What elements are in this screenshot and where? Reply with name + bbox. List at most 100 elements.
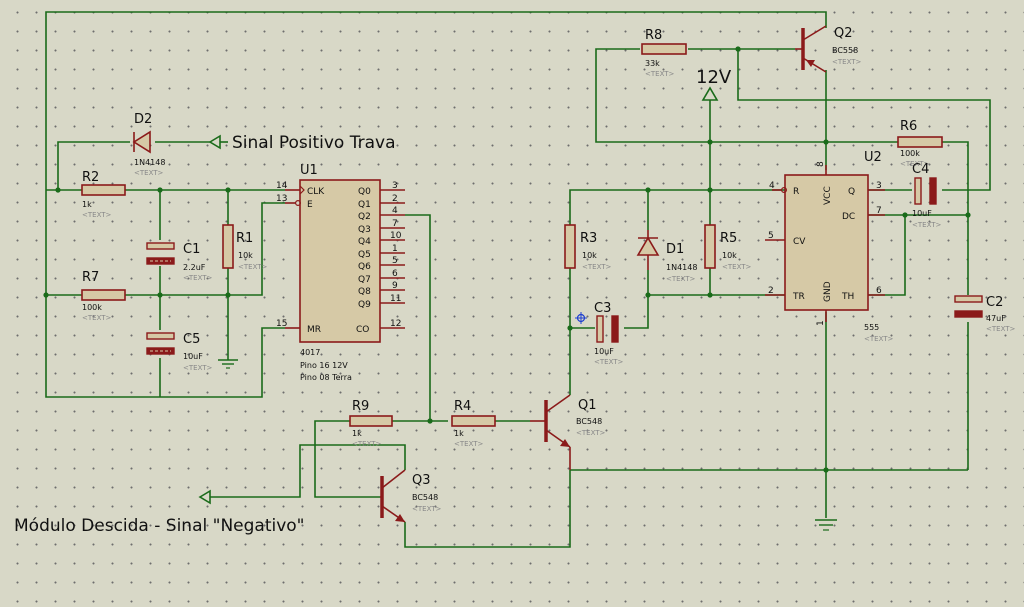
q3-ref: Q3 bbox=[412, 473, 431, 488]
junction bbox=[823, 139, 829, 145]
d2-ref: D2 bbox=[134, 112, 152, 127]
d1-value: 1N4148 bbox=[666, 263, 697, 272]
u1-note-vcc: Pino 16 12V bbox=[300, 361, 348, 370]
u1-pin-num: 11 bbox=[390, 294, 401, 304]
diode-d1[interactable]: D1 1N4148 <TEXT> bbox=[636, 230, 697, 283]
r8-value: 33k bbox=[645, 59, 660, 68]
ic-u1-4017[interactable]: U1 14 CLK 13 E 15 MR Q0 3 Q1 2 Q2 bbox=[276, 163, 405, 382]
u1-right-pins bbox=[380, 189, 405, 329]
d2-value: 1N4148 bbox=[134, 158, 165, 167]
u1-pin-name: Q2 bbox=[358, 212, 371, 222]
ground-symbol bbox=[218, 355, 238, 369]
d1-text: <TEXT> bbox=[666, 275, 696, 283]
signal-output-terminal[interactable] bbox=[198, 489, 211, 505]
u1-pin-num: 3 bbox=[392, 181, 398, 191]
u1-pin-num: 6 bbox=[392, 269, 398, 279]
r5-value: 10k bbox=[722, 251, 737, 260]
u2-ref: U2 bbox=[864, 150, 882, 165]
supply-label: 12V bbox=[696, 67, 732, 88]
u1-pin-name: CLK bbox=[307, 187, 325, 197]
u2-pin-name: CV bbox=[793, 237, 806, 247]
power-12v-terminal[interactable]: 12V bbox=[696, 67, 732, 101]
u1-pin-name: E bbox=[307, 200, 313, 210]
u2-pin-num: 4 bbox=[769, 181, 775, 191]
arrow-left-icon bbox=[208, 134, 221, 150]
resistor-r7[interactable]: R7 100k <TEXT> bbox=[81, 270, 126, 322]
r1-ref: R1 bbox=[236, 231, 253, 246]
u2-pin-name: DC bbox=[842, 212, 855, 222]
u1-value: 4017 bbox=[300, 348, 320, 357]
u1-pin-num: 2 bbox=[392, 194, 398, 204]
u2-pin-name: Q bbox=[848, 187, 855, 197]
u1-note-gnd: Pino 08 Terra bbox=[300, 373, 352, 382]
capacitor-c2[interactable]: C2 47uF <TEXT> bbox=[954, 295, 1016, 333]
transistor-q2[interactable]: Q2 BC558 <TEXT> bbox=[795, 25, 862, 73]
u2-pin-num: 7 bbox=[876, 206, 882, 216]
junction bbox=[427, 418, 433, 424]
junction bbox=[55, 187, 61, 193]
u1-pin-name: MR bbox=[307, 325, 321, 335]
u1-pin-name: Q8 bbox=[358, 287, 371, 297]
r8-ref: R8 bbox=[645, 28, 662, 43]
junction bbox=[823, 467, 829, 473]
u2-pin-num: 2 bbox=[768, 286, 774, 296]
u2-pin-name: TH bbox=[841, 292, 854, 302]
u1-pin-num: 9 bbox=[392, 281, 398, 291]
capacitor-c3[interactable]: C3 10uF <TEXT> bbox=[594, 301, 624, 366]
capacitor-c4[interactable]: C4 10uF <TEXT> bbox=[912, 162, 942, 229]
junction bbox=[707, 292, 713, 298]
u2-pin-num: 6 bbox=[876, 286, 882, 296]
d1-ref: D1 bbox=[666, 242, 684, 257]
c3-value: 10uF bbox=[594, 347, 614, 356]
r7-ref: R7 bbox=[82, 270, 99, 285]
resistor-r4[interactable]: R4 1k <TEXT> bbox=[451, 399, 496, 448]
r7-value: 100k bbox=[82, 303, 102, 312]
diode-d2[interactable]: D2 1N4148 <TEXT> bbox=[132, 112, 165, 177]
u1-pin-num: 12 bbox=[390, 319, 401, 329]
transistor-q1[interactable]: Q1 BC548 <TEXT> bbox=[530, 394, 606, 470]
d2-text: <TEXT> bbox=[134, 169, 164, 177]
ic-u2-555[interactable]: U2 R 4 CV 5 TR 2 Q 3 DC 7 TH 6 VCC 8 GND… bbox=[765, 150, 894, 343]
r3-value: 10k bbox=[582, 251, 597, 260]
c4-value: 10uF bbox=[912, 209, 932, 218]
r2-text: <TEXT> bbox=[82, 211, 112, 219]
u1-pin-name: Q9 bbox=[358, 300, 371, 310]
r1-text: <TEXT> bbox=[238, 263, 268, 271]
transistor-q3[interactable]: Q3 BC548 <TEXT> bbox=[380, 469, 442, 523]
junction bbox=[157, 187, 163, 193]
resistor-r3[interactable]: R3 10k <TEXT> bbox=[564, 224, 612, 271]
resistor-r5[interactable]: R5 10k <TEXT> bbox=[704, 224, 752, 271]
capacitor-c1[interactable]: C1 2.2uF <TEXT> bbox=[146, 242, 213, 282]
resistor-r1[interactable]: R1 10k <TEXT> bbox=[222, 224, 268, 271]
c2-text: <TEXT> bbox=[986, 325, 1016, 333]
u1-ref: U1 bbox=[300, 163, 318, 178]
crosshair-icon bbox=[575, 312, 587, 324]
u1-pin-num: 14 bbox=[276, 181, 288, 191]
c5-ref: C5 bbox=[183, 332, 200, 347]
c4-text: <TEXT> bbox=[912, 221, 942, 229]
c1-value: 2.2uF bbox=[183, 263, 206, 272]
junction bbox=[43, 292, 49, 298]
junction bbox=[645, 292, 651, 298]
resistor-r9[interactable]: R9 1k <TEXT> bbox=[349, 399, 393, 448]
c4-ref: C4 bbox=[912, 162, 929, 177]
resistor-r8[interactable]: R8 33k <TEXT> bbox=[641, 28, 687, 78]
r9-value: 1k bbox=[352, 429, 362, 438]
r1-value: 10k bbox=[238, 251, 253, 260]
u1-pin-num: 4 bbox=[392, 206, 398, 216]
signal-positive-terminal[interactable]: Sinal Positivo Trava bbox=[208, 133, 395, 153]
r7-text: <TEXT> bbox=[82, 314, 112, 322]
r8-text: <TEXT> bbox=[645, 70, 675, 78]
c3-text: <TEXT> bbox=[594, 358, 624, 366]
r4-text: <TEXT> bbox=[454, 440, 484, 448]
junction bbox=[902, 212, 908, 218]
capacitor-c5[interactable]: C5 10uF <TEXT> bbox=[146, 332, 213, 372]
resistor-r6[interactable]: R6 100k <TEXT> bbox=[897, 119, 943, 168]
junction bbox=[225, 187, 231, 193]
resistor-r2[interactable]: R2 1k <TEXT> bbox=[81, 170, 126, 219]
junction bbox=[707, 139, 713, 145]
junction bbox=[225, 292, 231, 298]
q1-text: <TEXT> bbox=[576, 429, 606, 437]
u1-pin-name: Q5 bbox=[358, 250, 371, 260]
